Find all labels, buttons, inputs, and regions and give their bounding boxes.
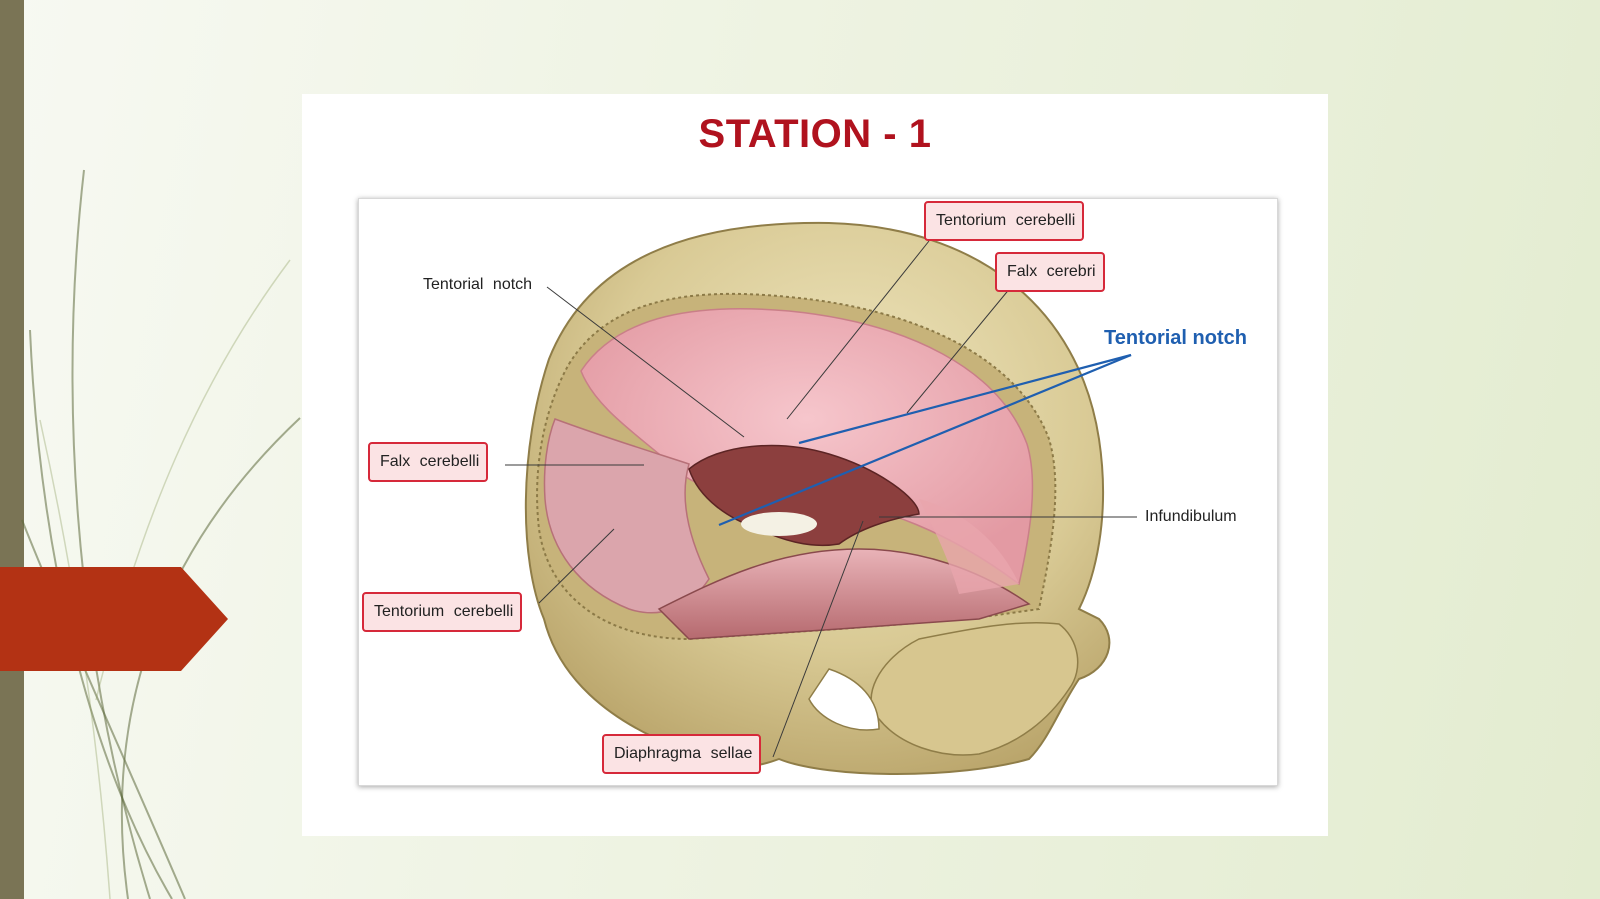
section-arrow-tab [0, 567, 228, 671]
blue-leader-lines [718, 353, 1132, 527]
cranial-floor [657, 548, 1031, 640]
slide-card: STATION - 1 [302, 94, 1328, 836]
label-tentorium-cerebelli-top: Tentorium cerebelli [924, 201, 1085, 241]
skull-illustration [505, 221, 1137, 775]
decorative-curves [21, 169, 301, 899]
slide-title: STATION - 1 [698, 112, 932, 156]
left-accent-bar [0, 0, 24, 899]
anatomy-figure: Tentorium cerebelli Falx cerebri Tentori… [358, 198, 1278, 786]
label-tentorium-cerebelli-bottom: Tentorium cerebelli [362, 592, 523, 632]
label-tentorial-notch-blue: Tentorial notch [1104, 327, 1247, 349]
falx-right-shape [919, 499, 1019, 594]
label-falx-cerebri: Falx cerebri [995, 252, 1105, 292]
label-diaphragma-sellae: Diaphragma sellae [602, 734, 762, 774]
label-infundibulum: Infundibulum [1145, 508, 1237, 525]
label-tentorial-notch: Tentorial notch [423, 276, 533, 293]
label-falx-cerebelli: Falx cerebelli [368, 442, 489, 482]
leader-lines [505, 240, 1137, 758]
